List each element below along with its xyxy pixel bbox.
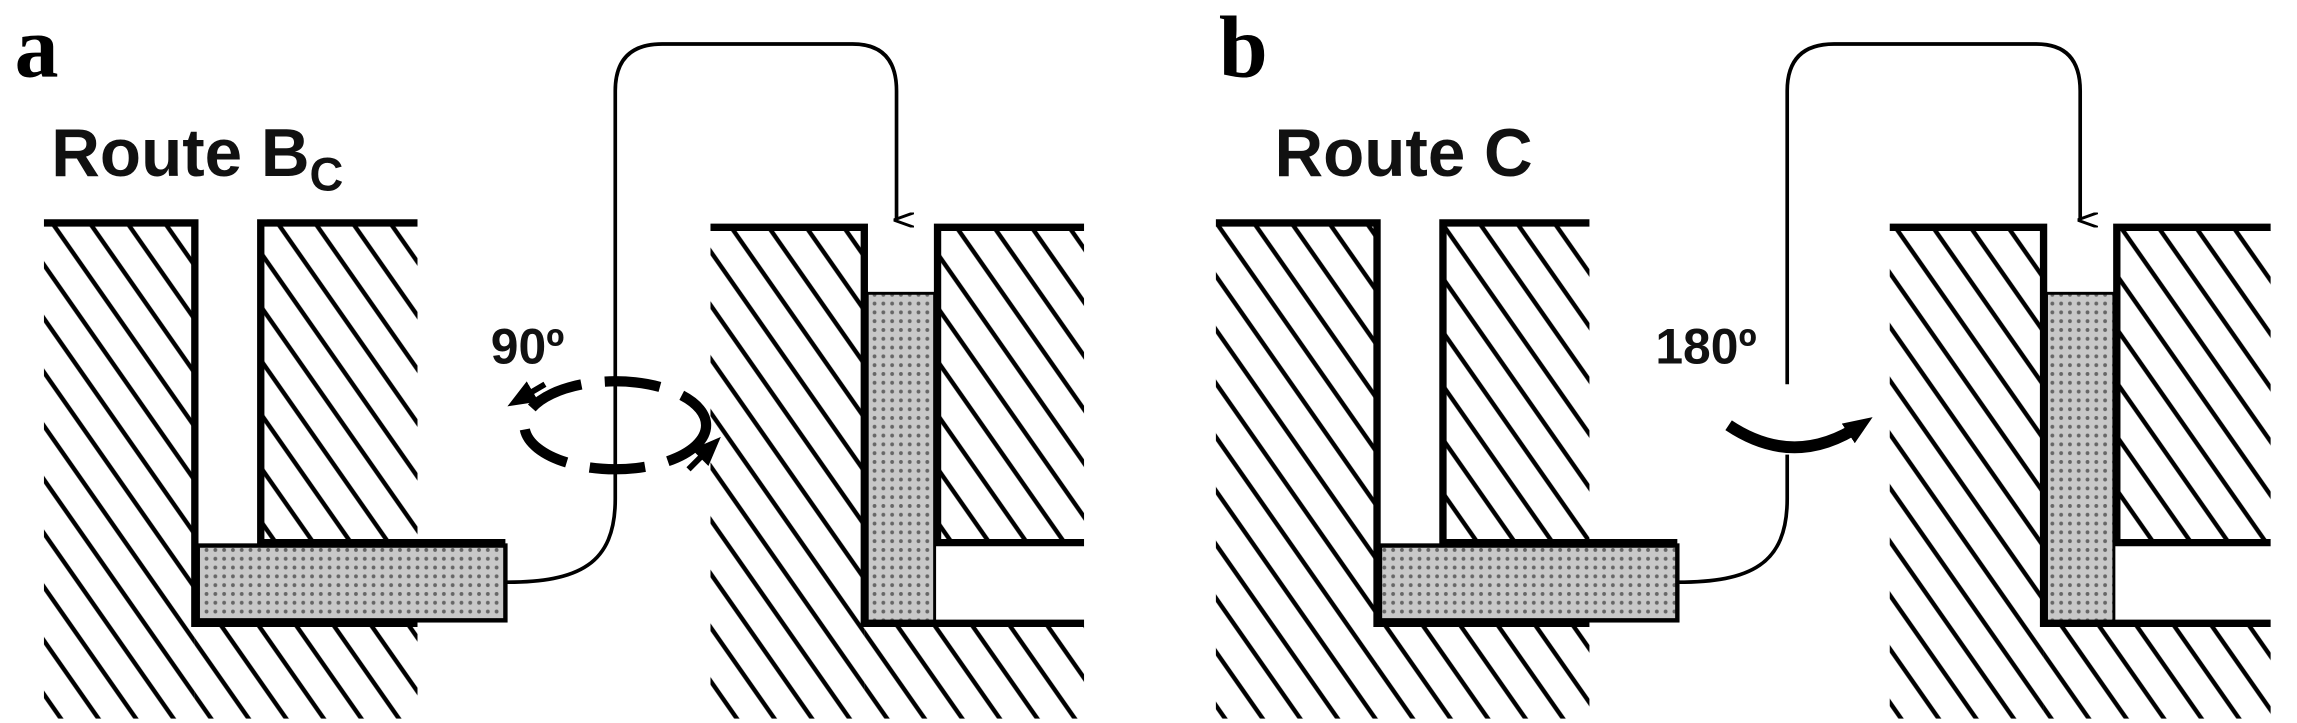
die-after-rotation-a: [710, 223, 1085, 719]
rotation-angle-b: 180º: [1655, 319, 1756, 375]
panel-b: b Route C 180º: [1215, 0, 2271, 719]
rotation-90-icon: [507, 376, 721, 475]
route-title-a: Route BC: [51, 116, 343, 201]
transfer-arrow-b: [1677, 42, 2080, 585]
panel-a: a Route BC 90º: [15, 0, 1085, 719]
die-before-pressing-b: [1215, 219, 1680, 719]
billet-horizontal: [195, 543, 508, 623]
rotation-angle-a: 90º: [491, 319, 565, 375]
route-title-b: Route C: [1274, 116, 1532, 191]
billet-vertical: [865, 291, 937, 625]
rotation-180-icon: [1725, 417, 1873, 454]
billet-horizontal: [1377, 543, 1680, 623]
panel-label-b: b: [1219, 0, 1268, 96]
billet-vertical: [2045, 291, 2116, 625]
transfer-arrow-a: [505, 42, 896, 585]
die-before-pressing-a: [43, 219, 508, 719]
panel-label-a: a: [15, 0, 59, 96]
die-after-rotation-b: [1889, 223, 2271, 719]
